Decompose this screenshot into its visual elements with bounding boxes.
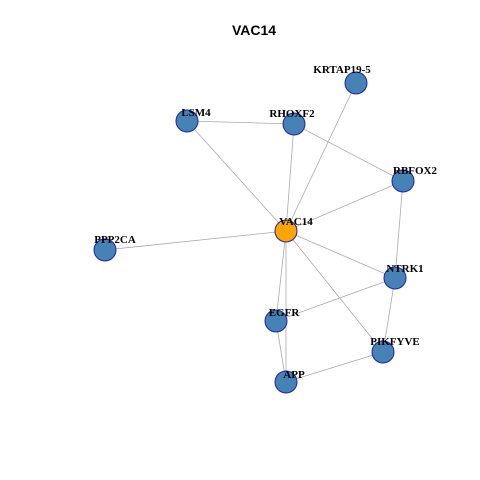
edge-vac14-krtap19-5 [285, 82, 357, 232]
node-rbfox2[interactable] [391, 169, 415, 193]
node-krtap19-5[interactable] [344, 71, 368, 95]
node-label-egfr: EGFR [269, 307, 301, 319]
edge-vac14-lsm4 [186, 120, 287, 232]
edge-rbfox2-ntrk1 [394, 180, 404, 279]
edge-vac14-pikfyve [285, 230, 384, 353]
node-vac14[interactable] [274, 219, 298, 243]
node-label-rbfox2: RBFOX2 [393, 165, 438, 177]
edge-rhoxf2-rbfox2 [293, 123, 404, 182]
edge-vac14-ntrk1 [285, 230, 396, 279]
edge-vac14-egfr [275, 230, 287, 322]
edge-pikfyve-app [285, 351, 384, 383]
edge-ntrk1-pikfyve [382, 277, 396, 353]
nodes-layer [93, 71, 415, 394]
edge-vac14-rhoxf2 [285, 123, 295, 232]
edge-lsm4-rhoxf2 [186, 120, 295, 125]
node-label-lsm4: LSM4 [181, 107, 211, 119]
edges-layer [104, 82, 404, 383]
node-label-rhoxf2: RHOXF2 [269, 108, 315, 120]
node-app[interactable] [274, 370, 298, 394]
node-label-krtap19-5: KRTAP19-5 [313, 64, 371, 76]
node-ppp2ca[interactable] [93, 238, 117, 262]
diagram-title: VAC14 [232, 22, 276, 38]
node-pikfyve[interactable] [371, 340, 395, 364]
node-label-app: APP [283, 369, 305, 381]
edge-ntrk1-egfr [275, 277, 396, 322]
node-ntrk1[interactable] [383, 266, 407, 290]
edge-vac14-rbfox2 [285, 180, 404, 232]
node-rhoxf2[interactable] [282, 112, 306, 136]
node-egfr[interactable] [264, 309, 288, 333]
node-label-ntrk1: NTRK1 [386, 263, 423, 275]
node-label-ppp2ca: PPP2CA [94, 234, 136, 246]
node-lsm4[interactable] [175, 109, 199, 133]
edge-vac14-ppp2ca [104, 230, 287, 251]
node-label-vac14: VAC14 [279, 216, 313, 228]
node-label-pikfyve: PIKFYVE [370, 336, 420, 348]
